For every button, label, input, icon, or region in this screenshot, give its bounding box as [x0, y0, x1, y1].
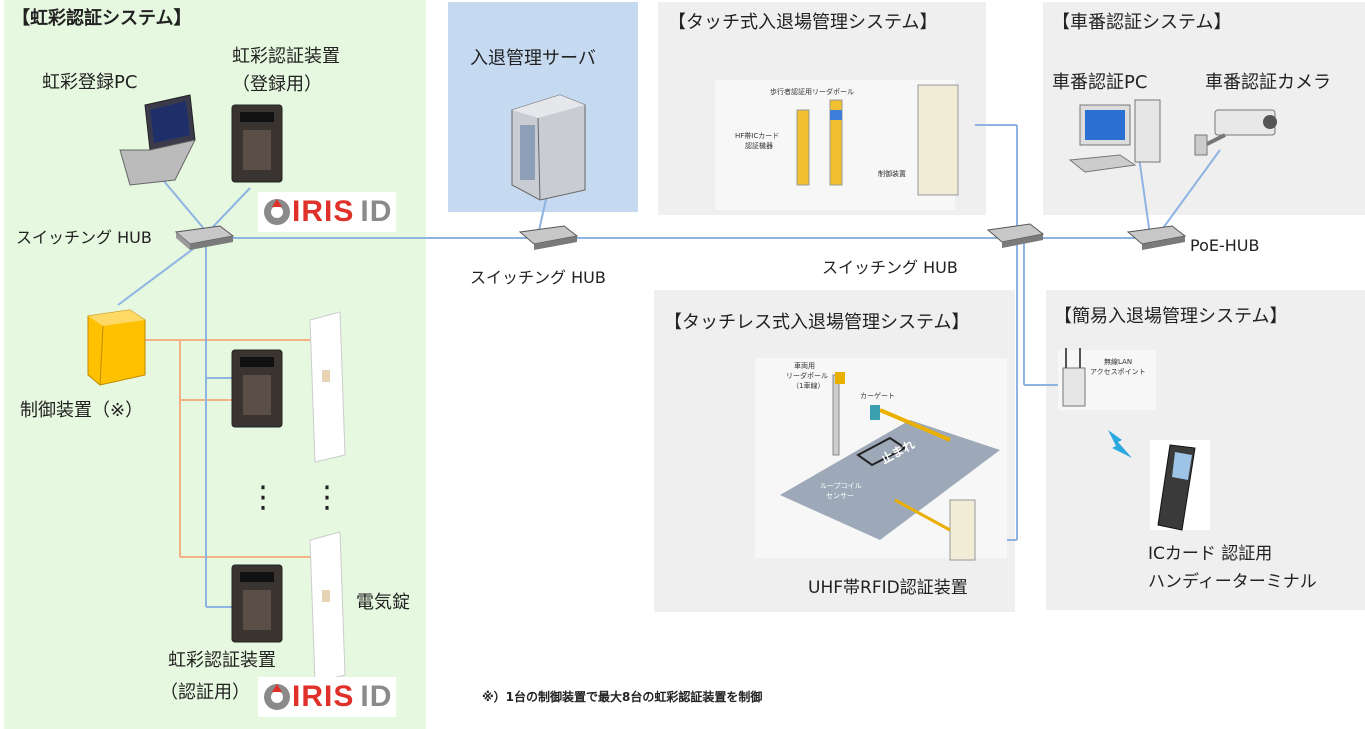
touchless-system-image	[755, 358, 1007, 561]
plate-system-title: 【車番認証システム】	[1052, 12, 1232, 33]
plate-camera-icon	[1194, 109, 1277, 156]
vehicle-pole-label-2: リーダポール	[786, 372, 828, 380]
vehicle-pole-label-3: （1車線）	[792, 382, 825, 390]
touch-system-image	[715, 80, 959, 210]
switch-hub-center-icon	[518, 225, 579, 250]
iris-auth-device-label-2: （認証用）	[160, 682, 250, 703]
footnote: ※）1台の制御装置で最大8台の虹彩認証装置を制御	[482, 690, 763, 704]
touch-system-title: 【タッチ式入退場管理システム】	[668, 12, 938, 33]
iris-system-title: 【虹彩認証システム】	[12, 8, 192, 29]
iris-pc-label: 虹彩登録PC	[42, 72, 138, 93]
door-1-icon	[309, 311, 346, 463]
ap-label-1: 無線LAN	[1104, 358, 1133, 366]
iris-logo-mark-icon	[264, 199, 290, 225]
iris-switch-label: スイッチング HUB	[16, 228, 152, 247]
controller-label: 制御装置（※）	[20, 400, 144, 421]
iris-device-reg-icon	[231, 104, 283, 183]
simple-system-title: 【簡易入退場管理システム】	[1054, 306, 1288, 327]
iris-device-auth-2-icon	[231, 564, 283, 643]
car-gate-label: カーゲート	[860, 392, 895, 400]
terminal-label-2: ハンディーターミナル	[1148, 572, 1317, 592]
touchless-system-title: 【タッチレス式入退場管理システム】	[664, 312, 970, 333]
door-2-icon	[309, 531, 346, 683]
server-icon	[511, 94, 586, 201]
controller-box-icon	[87, 309, 146, 386]
plate-pc-icon	[1068, 99, 1161, 173]
switch-hub-iris-icon	[174, 225, 235, 250]
access-point-icon	[1058, 348, 1156, 410]
center-hub-label: スイッチング HUB	[470, 268, 606, 287]
vehicle-pole-label-1: 車両用	[794, 362, 815, 370]
plate-pc-label: 車番認証PC	[1052, 72, 1148, 93]
switch-hub-touch-icon	[986, 223, 1045, 248]
poe-hub-icon	[1126, 225, 1187, 250]
lan-lines	[117, 124, 1221, 608]
iris-device-auth-1-icon	[231, 349, 283, 428]
touch-pole-label: 歩行者認証用リーダポール	[770, 88, 854, 96]
hf-label-2: 認証機器	[745, 142, 773, 150]
loop-coil-label-1: ループコイル	[820, 482, 862, 490]
iris-logo-mark-icon	[264, 684, 290, 710]
iris-reg-device-label-2: （登録用）	[232, 74, 322, 95]
poe-hub-label: PoE-HUB	[1190, 236, 1260, 255]
laptop-icon	[119, 94, 196, 186]
ap-label-2: アクセスポイント	[1090, 368, 1146, 376]
iris-auth-device-label-1: 虹彩認証装置	[168, 650, 276, 671]
electric-lock-label: 電気錠	[356, 592, 410, 613]
wireless-icon	[1108, 430, 1132, 458]
handheld-terminal-icon	[1150, 440, 1210, 531]
plate-camera-label: 車番認証カメラ	[1205, 72, 1331, 93]
server-title: 入退管理サーバ	[470, 48, 596, 69]
touch-controller-label: 制御装置	[878, 170, 906, 178]
dots-right: ⋮	[312, 480, 342, 515]
iris-reg-device-label-1: 虹彩認証装置	[232, 46, 340, 67]
hf-label-1: HF帯ICカード	[735, 132, 780, 140]
uhf-device-label: UHF帯RFID認証装置	[808, 578, 968, 598]
terminal-label-1: ICカード 認証用	[1148, 544, 1273, 564]
touch-hub-label: スイッチング HUB	[822, 258, 958, 277]
loop-coil-label-2: センサー	[826, 492, 854, 500]
dots-left: ⋮	[248, 480, 278, 515]
